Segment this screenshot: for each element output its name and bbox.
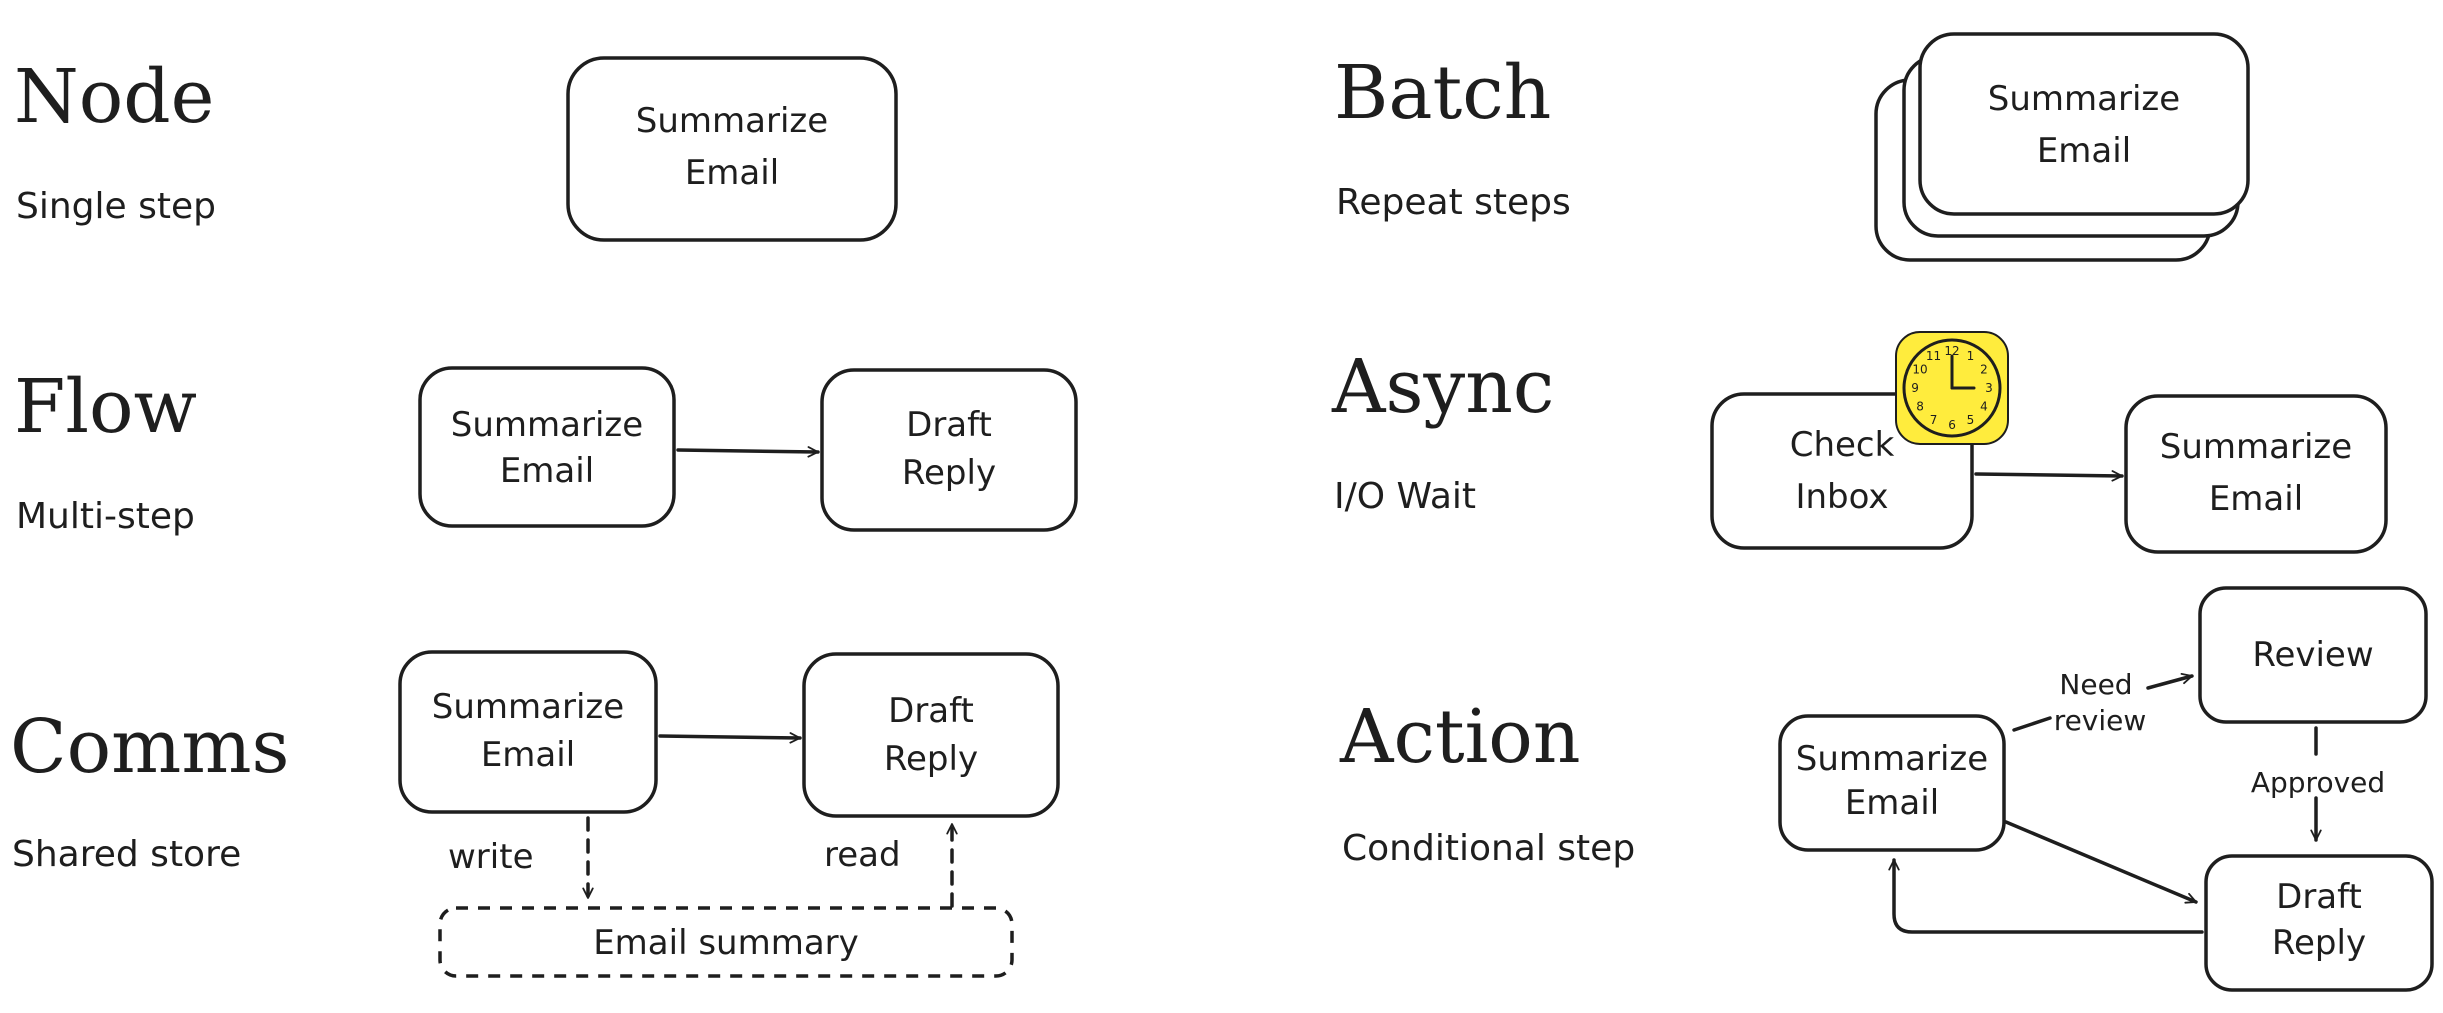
box-line-2: Reply bbox=[884, 739, 978, 779]
comms-draft-box: Draft Reply bbox=[802, 652, 1060, 818]
box-line-1: Summarize bbox=[1796, 739, 1988, 779]
node-section: Node Single step Summarize Email bbox=[14, 54, 898, 242]
box-line-2: Email bbox=[500, 451, 594, 491]
clock-number: 6 bbox=[1948, 418, 1956, 432]
async-summarize-box: Summarize Email bbox=[2124, 394, 2388, 554]
box-line-2: Email bbox=[481, 735, 575, 775]
need-review-label-1: Need bbox=[2059, 668, 2132, 701]
async-section: Async I/O Wait Check Inbox Summarize Ema… bbox=[1331, 331, 2388, 554]
box-line-2: Email bbox=[2037, 131, 2131, 171]
flow-arrow bbox=[676, 446, 820, 458]
box-line-1: Summarize bbox=[451, 405, 643, 445]
flow-subtitle: Multi-step bbox=[16, 496, 195, 537]
comms-section: Comms Shared store Summarize Email Draft… bbox=[10, 650, 1060, 978]
batch-summarize-box: Summarize Email bbox=[1918, 32, 2250, 216]
clock-number: 3 bbox=[1985, 381, 1993, 395]
box-line-1: Draft bbox=[888, 691, 974, 731]
need-review-label-2: review bbox=[2054, 704, 2147, 737]
box-line-2: Reply bbox=[902, 453, 996, 493]
summarize-to-draft-arrow bbox=[2004, 820, 2198, 904]
read-label: read bbox=[824, 835, 901, 875]
node-summarize-box: Summarize Email bbox=[566, 56, 898, 242]
box-line-1: Check bbox=[1790, 425, 1895, 465]
shared-store-label: Email summary bbox=[593, 923, 859, 963]
clock-number: 7 bbox=[1930, 413, 1938, 427]
clock-number: 2 bbox=[1980, 363, 1988, 377]
async-arrow bbox=[1974, 470, 2124, 482]
box-line-1: Summarize bbox=[1988, 79, 2180, 119]
box-line-1: Draft bbox=[906, 405, 992, 445]
box-line-2: Reply bbox=[2272, 923, 2366, 963]
need-review-line-start bbox=[2012, 716, 2052, 732]
action-summarize-box: Summarize Email bbox=[1778, 714, 2006, 852]
flow-title: Flow bbox=[14, 364, 197, 450]
shared-store-box: Email summary bbox=[438, 906, 1014, 978]
async-title: Async bbox=[1331, 344, 1554, 430]
box-line-2: Email bbox=[1845, 783, 1939, 823]
comms-subtitle: Shared store bbox=[12, 834, 241, 875]
action-section: Action Conditional step Summarize Email … bbox=[1339, 586, 2434, 992]
clock-number: 4 bbox=[1980, 400, 1988, 414]
box-line-2: Email bbox=[685, 153, 779, 193]
comms-title: Comms bbox=[10, 704, 290, 790]
flow-section: Flow Multi-step Summarize Email Draft Re… bbox=[14, 364, 1078, 537]
box-line-2: Email bbox=[2209, 479, 2303, 519]
clock-number: 9 bbox=[1911, 381, 1919, 395]
box-line-1: Summarize bbox=[2160, 427, 2352, 467]
box-line-1: Summarize bbox=[432, 687, 624, 727]
action-title: Action bbox=[1339, 694, 1581, 780]
async-subtitle: I/O Wait bbox=[1334, 476, 1476, 517]
clock-number: 1 bbox=[1967, 349, 1975, 363]
box-line-1: Summarize bbox=[636, 101, 828, 141]
approved-label: Approved bbox=[2251, 766, 2385, 799]
batch-subtitle: Repeat steps bbox=[1336, 182, 1571, 223]
write-label: write bbox=[448, 837, 533, 877]
box-line-1: Draft bbox=[2276, 877, 2362, 917]
action-subtitle: Conditional step bbox=[1342, 828, 1635, 869]
need-review-arrow bbox=[2146, 672, 2194, 690]
flow-draft-box: Draft Reply bbox=[820, 368, 1078, 532]
clock-number: 5 bbox=[1967, 413, 1975, 427]
batch-section: Batch Repeat steps Summarize Email bbox=[1334, 32, 2250, 262]
batch-title: Batch bbox=[1334, 50, 1551, 136]
clock-number: 11 bbox=[1926, 349, 1941, 363]
flow-summarize-box: Summarize Email bbox=[418, 366, 676, 528]
action-draft-box: Draft Reply bbox=[2204, 854, 2434, 992]
clock-number: 12 bbox=[1944, 344, 1959, 358]
action-review-box: Review bbox=[2198, 586, 2428, 724]
draft-to-summarize-arrow bbox=[1888, 858, 2204, 934]
clock-number: 8 bbox=[1916, 400, 1924, 414]
clock-number: 10 bbox=[1912, 363, 1927, 377]
comms-arrow bbox=[658, 732, 802, 744]
review-label: Review bbox=[2252, 635, 2373, 675]
comms-summarize-box: Summarize Email bbox=[398, 650, 658, 814]
box-line-2: Inbox bbox=[1795, 477, 1888, 517]
node-title: Node bbox=[14, 54, 214, 140]
node-subtitle: Single step bbox=[16, 186, 216, 227]
